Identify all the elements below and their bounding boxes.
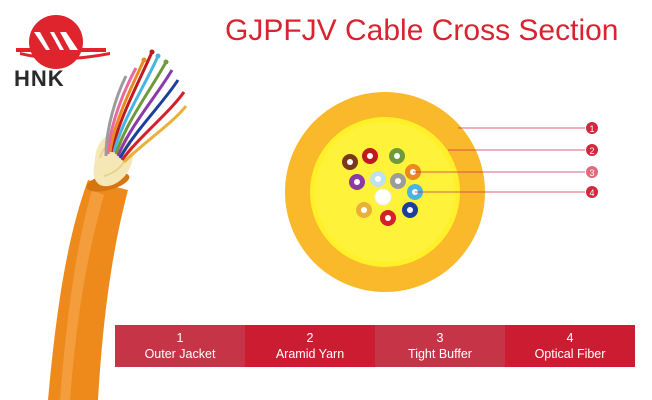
legend-label: Tight Buffer bbox=[408, 347, 472, 361]
svg-text:3: 3 bbox=[589, 168, 594, 178]
legend-cell-tight-buffer: 3 Tight Buffer bbox=[375, 325, 505, 367]
legend-number: 3 bbox=[436, 331, 444, 345]
legend-number: 1 bbox=[176, 331, 184, 345]
legend-number: 2 bbox=[306, 331, 314, 345]
legend-cell-optical-fiber: 4 Optical Fiber bbox=[505, 325, 635, 367]
callout-2: 2 bbox=[586, 144, 598, 156]
legend-label: Outer Jacket bbox=[144, 347, 216, 361]
cable-illustration bbox=[48, 49, 188, 400]
legend-label: Optical Fiber bbox=[534, 347, 606, 361]
fiber-bundle bbox=[342, 148, 423, 226]
legend-cell-aramid-yarn: 2 Aramid Yarn bbox=[245, 325, 375, 367]
callout-3: 3 bbox=[586, 166, 598, 178]
callout-4: 4 bbox=[586, 186, 598, 198]
brand-name: HNK bbox=[14, 66, 65, 91]
layer-legend-table: 1 Outer Jacket 2 Aramid Yarn 3 Tight Buf… bbox=[115, 325, 635, 367]
legend-cell-outer-jacket: 1 Outer Jacket bbox=[115, 325, 245, 367]
callout-1: 1 bbox=[586, 122, 598, 134]
hnk-logo-icon bbox=[16, 15, 110, 69]
legend-label: Aramid Yarn bbox=[275, 347, 345, 361]
svg-text:1: 1 bbox=[589, 124, 594, 134]
legend-number: 4 bbox=[566, 331, 574, 345]
svg-text:4: 4 bbox=[589, 188, 594, 198]
cross-section-diagram: 1 2 3 4 bbox=[285, 92, 598, 292]
svg-text:2: 2 bbox=[589, 146, 594, 156]
page-title: GJPFJV Cable Cross Section bbox=[225, 14, 619, 47]
